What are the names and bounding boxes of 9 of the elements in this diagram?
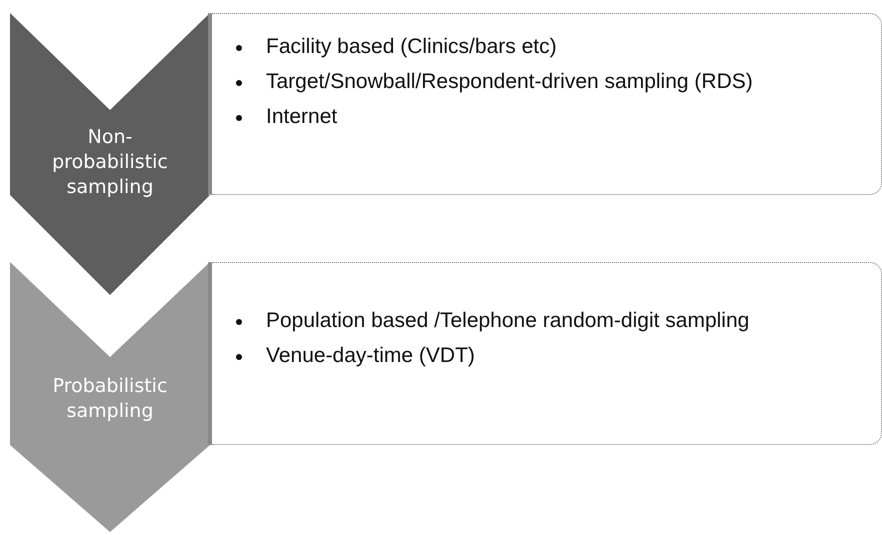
bullet-item: Venue-day-time (VDT) [266,343,475,369]
bullet-item: Population based /Telephone random-digit sampling [266,308,750,334]
bullet-item: Facility based (Clinics/bars etc) [266,34,557,60]
chevron-label: Non-probabilistic sampling [51,125,169,200]
chevron-label: Probabilistic sampling [52,374,168,424]
text-panel [208,262,882,445]
text-panel [208,13,882,195]
bullet-item: Internet [266,104,338,130]
bullet-item: Target/Snowball/Respondent-driven sampling (RDS) [266,69,753,95]
